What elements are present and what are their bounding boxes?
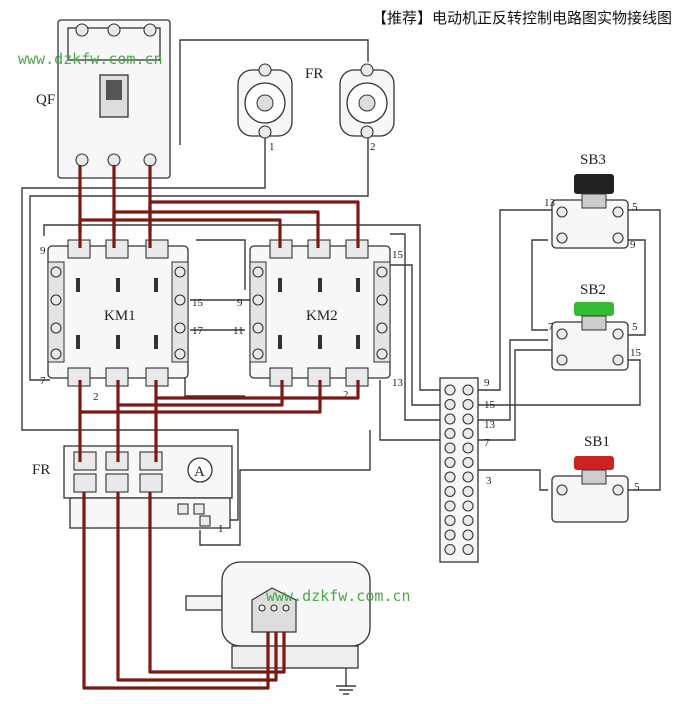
terminal-screw [444, 543, 456, 556]
terminal-screw [462, 384, 474, 396]
terminal-screw [444, 500, 456, 512]
qf-breaker: QF [36, 19, 171, 179]
qf-label: QF [36, 92, 55, 108]
power-wiring [78, 165, 360, 690]
sb3-button: SB3 13 5 9 [544, 152, 638, 251]
km2-terminal-2: 2 [343, 389, 349, 401]
watermark-top: www.dzkfw.com.cn [18, 50, 163, 68]
terminal-screw [462, 485, 474, 498]
fr-terminal-2: 2 [370, 141, 376, 153]
fr-relay-top: FR 1 2 [237, 63, 395, 153]
terminal-screw [444, 398, 456, 411]
terminal-screw [462, 413, 474, 425]
km2-terminal-11: 11 [233, 325, 244, 337]
terminal-block: 9 15 13 7 3 [439, 377, 496, 563]
terminal-screw [462, 529, 474, 541]
terminal-screw [462, 427, 474, 440]
km1-terminal-17: 17 [192, 325, 204, 337]
km1-contactor: KM1 9 15 17 7 2 [40, 239, 204, 403]
fr-bottom-label: FR [32, 462, 50, 478]
ammeter-label: A [194, 464, 205, 480]
terminal-screw [444, 456, 456, 469]
terminal-screw [444, 442, 456, 454]
km2-contactor: KM2 9 11 15 13 2 [233, 239, 404, 401]
terminal-screw [462, 543, 474, 556]
terminal-screw [462, 442, 474, 454]
fr-relay-bottom: A FR 1 [32, 445, 233, 535]
terminal-screw [462, 471, 474, 483]
diagram-title: 【推荐】电动机正反转控制电路图实物接线图 [372, 9, 672, 27]
sb1-button: SB1 5 [551, 434, 640, 523]
sb2-terminal-15: 15 [630, 347, 642, 359]
terminal-screw [462, 456, 474, 469]
km1-terminal-9: 9 [40, 245, 46, 257]
terminal-3: 3 [486, 475, 492, 487]
sb3-terminal-13: 13 [544, 197, 556, 209]
sb1-cap [574, 456, 614, 470]
sb1-terminal-5: 5 [634, 481, 640, 493]
terminal-screw [444, 529, 456, 541]
terminal-screw [462, 398, 474, 411]
terminal-screw [444, 471, 456, 483]
sb3-terminal-5: 5 [632, 201, 638, 213]
km2-terminal-9: 9 [237, 297, 243, 309]
sb2-terminal-7: 7 [548, 321, 554, 333]
terminal-screw [444, 485, 456, 498]
km2-terminal-13: 13 [392, 377, 404, 389]
terminal-15: 15 [484, 399, 496, 411]
sb3-cap [574, 174, 614, 194]
terminal-screw [444, 514, 456, 527]
km1-terminal-15: 15 [192, 297, 204, 309]
sb1-label: SB1 [584, 434, 610, 450]
terminal-screw [462, 514, 474, 527]
fr-top-label: FR [305, 66, 323, 82]
sb3-label: SB3 [580, 152, 606, 168]
terminal-screw [444, 384, 456, 396]
sb2-terminal-5: 5 [632, 321, 638, 333]
fr-terminal-1: 1 [269, 141, 275, 153]
km1-terminal-2: 2 [93, 391, 99, 403]
terminal-screw [444, 427, 456, 440]
control-wiring [21, 39, 661, 546]
sb2-cap [574, 302, 614, 316]
sb3-terminal-9: 9 [630, 239, 636, 251]
fr-bottom-terminal-1: 1 [218, 523, 224, 535]
km1-terminal-7: 7 [40, 375, 46, 387]
sb2-button: SB2 7 5 15 [548, 282, 642, 371]
terminal-7: 7 [484, 437, 490, 449]
km1-label: KM1 [104, 308, 136, 324]
km2-label: KM2 [306, 308, 338, 324]
km2-terminal-15: 15 [392, 249, 404, 261]
motor [185, 561, 371, 695]
terminal-13: 13 [484, 419, 496, 431]
terminal-9: 9 [484, 377, 490, 389]
watermark-bottom: www.dzkfw.com.cn [266, 587, 411, 605]
sb2-label: SB2 [580, 282, 606, 298]
terminal-screw [462, 500, 474, 512]
terminal-screw [444, 413, 456, 425]
